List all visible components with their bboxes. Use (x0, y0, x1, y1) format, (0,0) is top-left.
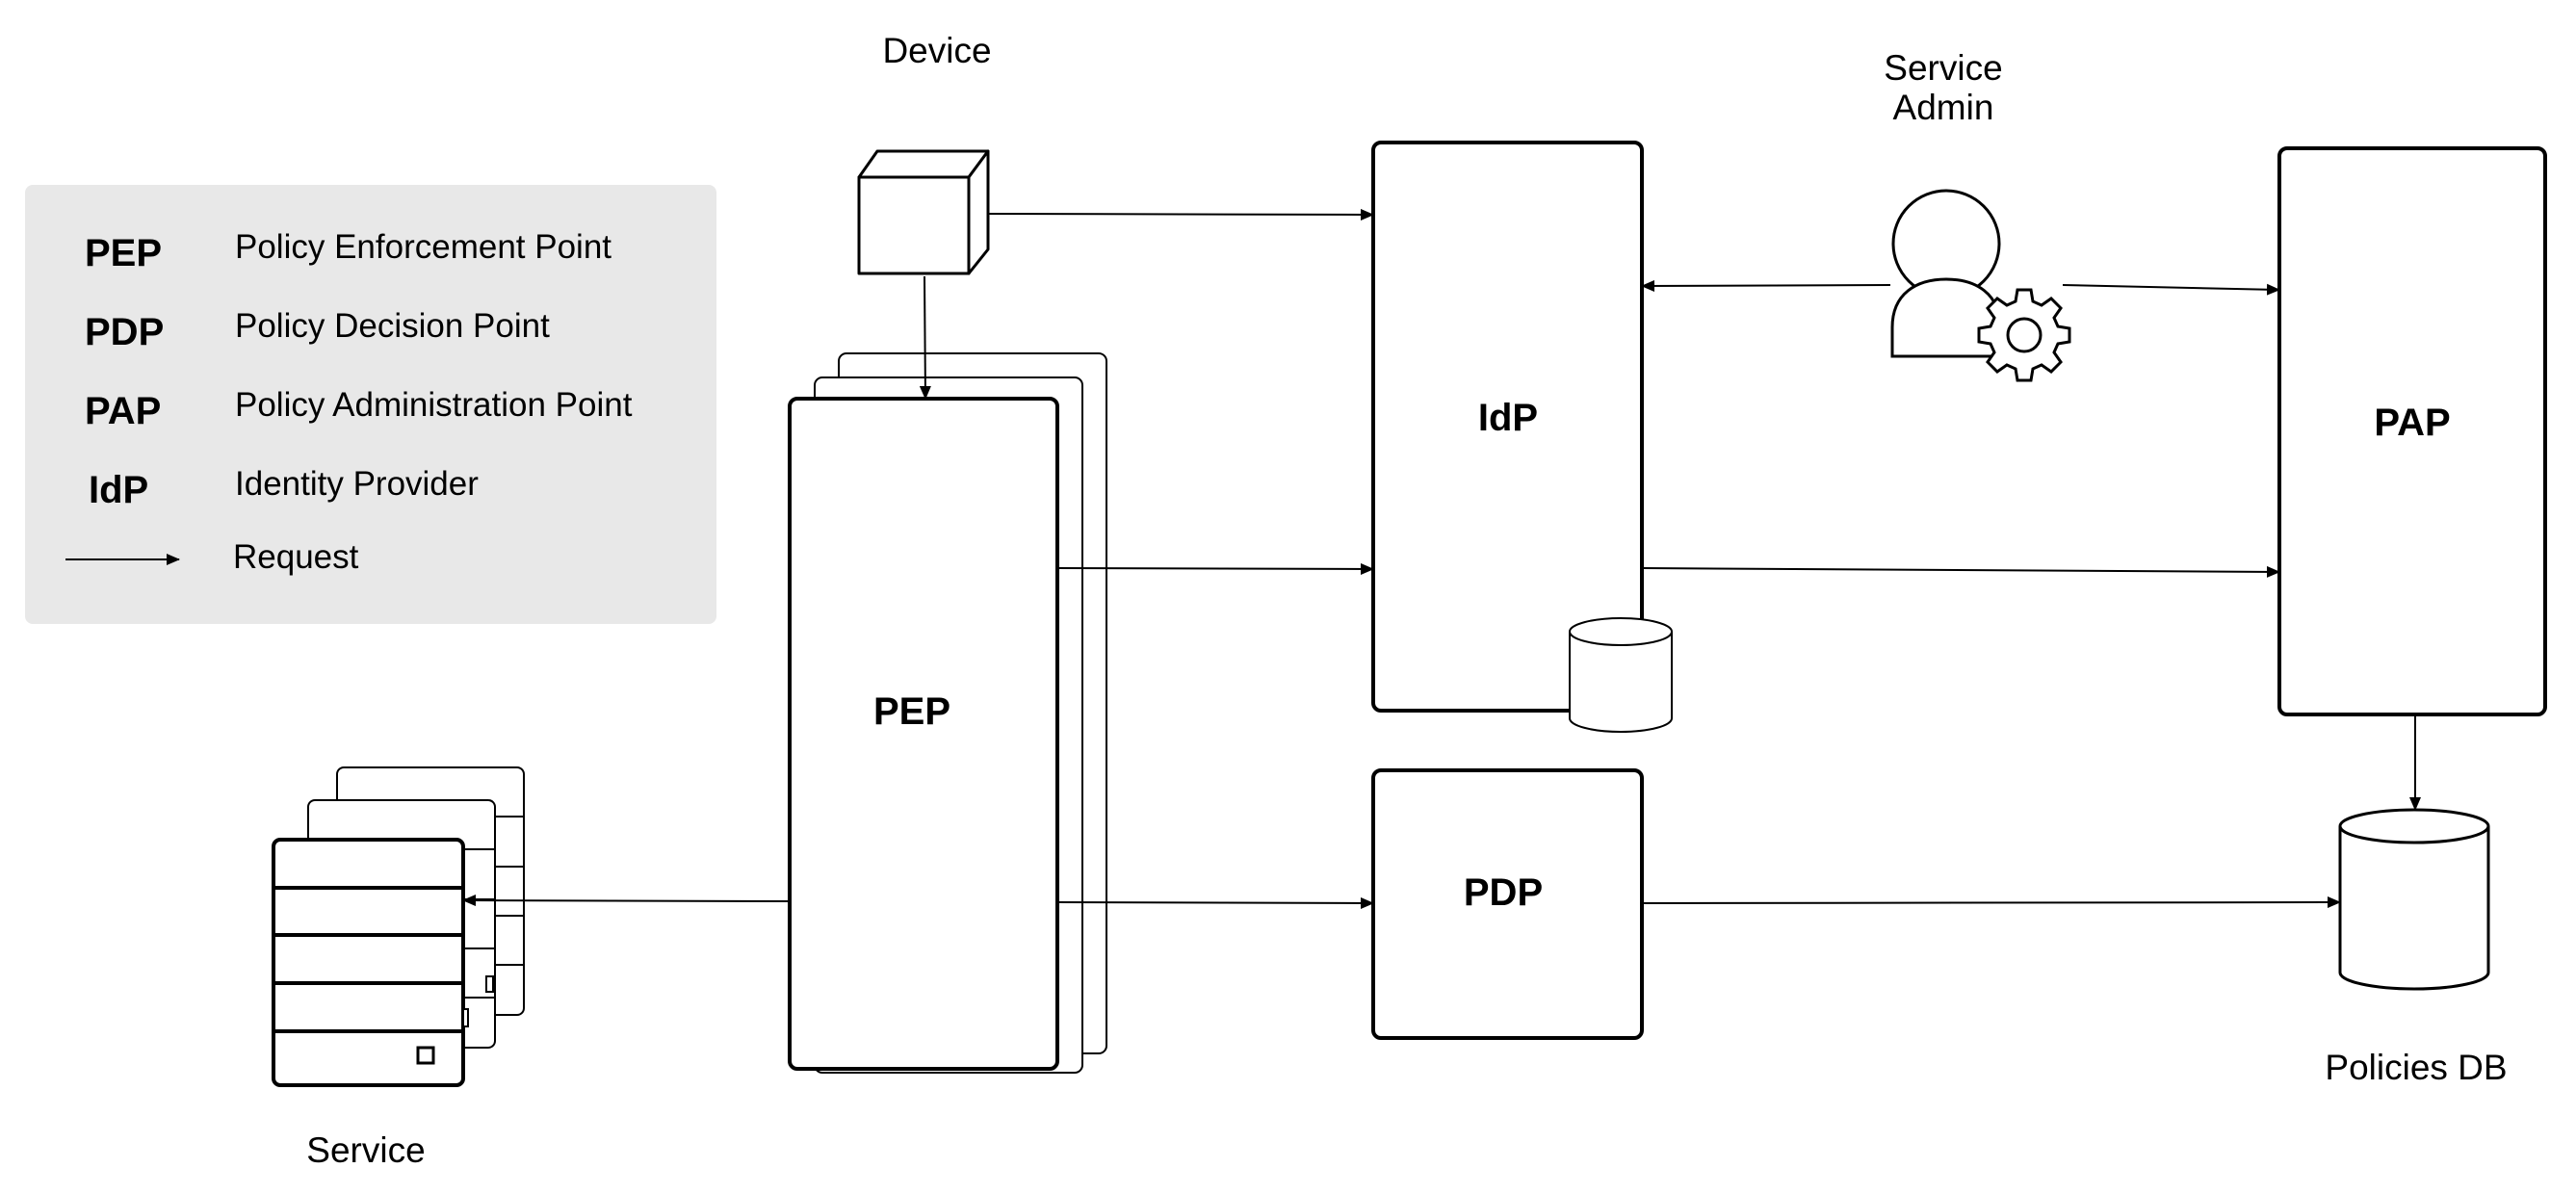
cube-icon (857, 149, 990, 275)
arrow-idp-to-pap (1641, 565, 2280, 578)
service-label: Service (306, 1130, 425, 1170)
pap-node: PAP (2277, 146, 2547, 716)
gear-icon (1977, 288, 2071, 382)
legend-background (25, 185, 716, 624)
legend-abbr-idp: IdP (89, 469, 148, 511)
idp-node: IdP (1371, 141, 1673, 733)
arrow-admin-to-idp (1641, 279, 1891, 292)
server-icon (272, 838, 469, 1087)
device-label: Device (882, 31, 991, 70)
legend-text-pep: Policy Enforcement Point (235, 228, 611, 266)
idp-database-icon (1569, 617, 1673, 733)
arrow-admin-to-pap (2062, 283, 2280, 296)
arrow-pep-to-service (462, 895, 791, 907)
arrow-device-to-idp (987, 208, 1374, 221)
legend: PEP Policy Enforcement Point PDP Policy … (25, 185, 716, 624)
service-admin-label-line2: Admin (1893, 88, 1994, 127)
pep-label: PEP (873, 690, 950, 733)
request-arrows (462, 208, 2421, 909)
policies-db-node: Policies DB (2325, 808, 2508, 1087)
arrow-device-to-pep (919, 275, 931, 400)
policies-db-label: Policies DB (2325, 1048, 2507, 1087)
pep-box (788, 397, 1059, 1071)
admin-user-icon (1890, 189, 2002, 358)
pdp-node: PDP (1371, 768, 1644, 1040)
pap-label: PAP (2374, 402, 2450, 444)
service-node: Service (272, 766, 525, 1170)
legend-text-request: Request (233, 538, 359, 576)
service-admin-label-line1: Service (1884, 48, 2002, 88)
pdp-label: PDP (1464, 871, 1543, 914)
service-admin-node: Service Admin (1884, 48, 2071, 382)
legend-text-pap: Policy Administration Point (235, 386, 633, 424)
legend-abbr-pdp: PDP (85, 311, 164, 353)
legend-abbr-pep: PEP (85, 232, 162, 274)
arrow-pep-to-pdp (1056, 896, 1374, 909)
arrow-pep-to-idp (1056, 562, 1374, 575)
idp-box (1371, 141, 1644, 713)
pap-box (2277, 146, 2547, 716)
device-node: Device (857, 31, 992, 275)
pep-node: PEP (788, 352, 1107, 1074)
legend-text-idp: Identity Provider (235, 465, 479, 503)
legend-abbr-pap: PAP (85, 390, 161, 432)
legend-text-pdp: Policy Decision Point (235, 307, 550, 345)
arrow-pdp-to-policies-db (1641, 896, 2341, 909)
idp-label: IdP (1478, 397, 1538, 439)
database-icon (2338, 808, 2490, 991)
